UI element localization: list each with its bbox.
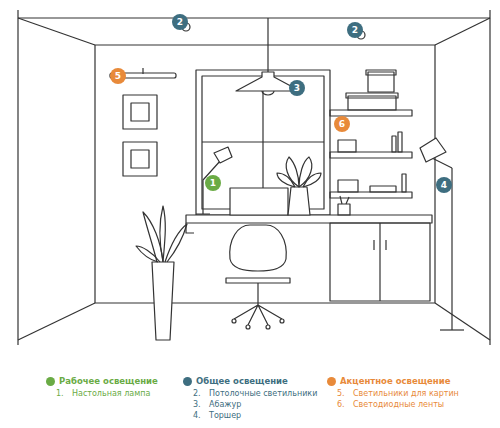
legend-heading: Общее освещение — [196, 376, 288, 386]
callout-number: 2 — [172, 18, 188, 27]
legend-swatch — [327, 377, 336, 386]
legend-heading: Акцентное освещение — [340, 376, 450, 386]
legend-swatch — [46, 377, 55, 386]
legend-item: Абажур — [209, 401, 241, 409]
callout-number: 4 — [436, 181, 452, 190]
legend-item: Светильники для картин — [353, 390, 459, 398]
callout-number: 3 — [289, 84, 305, 93]
callout-number: 1 — [205, 179, 221, 188]
legend-item: Потолочные светильники — [209, 390, 317, 398]
legend-item: Настольная лампа — [72, 390, 150, 398]
legend-item: 6. — [337, 401, 345, 409]
legend-entry: Рабочее освещение — [46, 376, 158, 386]
legend-item: 3. — [193, 401, 201, 409]
legend-item: Торшер — [209, 412, 241, 420]
legend-item: 2. — [193, 390, 201, 398]
callout-number: 2 — [347, 26, 363, 35]
legend-item: 4. — [193, 412, 201, 420]
callout-number: 6 — [334, 120, 350, 129]
legend-entry: Общее освещение — [183, 376, 288, 386]
legend-swatch — [183, 377, 192, 386]
legend-entry: Акцентное освещение — [327, 376, 450, 386]
legend-item: 5. — [337, 390, 345, 398]
legend-item: Светодиодные ленты — [353, 401, 444, 409]
callout-number: 5 — [110, 72, 126, 81]
legend-heading: Рабочее освещение — [59, 376, 158, 386]
legend-item: 1. — [56, 390, 64, 398]
